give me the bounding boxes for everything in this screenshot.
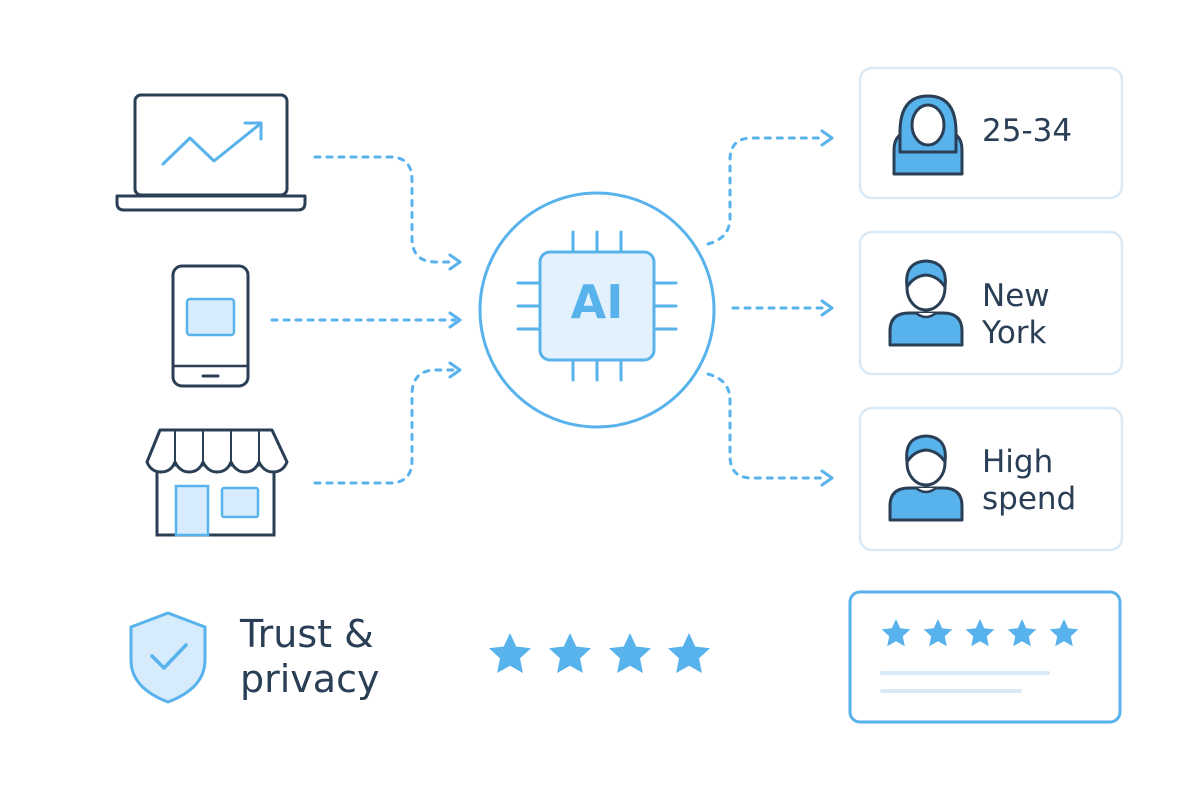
segment-label-age: 25-34 [982,113,1072,150]
segment-label-location: New York [982,278,1050,352]
connector-store-to-ai [313,368,457,485]
woman-avatar-icon [892,94,964,176]
review-card [848,590,1122,724]
trust-label-line: Trust & [240,612,374,656]
segment-label-spend: High spend [982,444,1076,518]
arrowhead-icon [820,469,834,487]
arrowhead-icon [448,361,462,379]
man-avatar-icon [888,434,964,522]
star-icon [489,633,531,673]
star-rating [489,633,710,673]
star-icon [609,633,651,673]
segment-label-line: spend [982,481,1077,518]
smartphone-icon [171,264,250,388]
arrowhead-icon [448,311,462,329]
star-icon [668,633,710,673]
segment-label-line: New [982,278,1050,314]
arrowhead-icon [820,299,834,317]
ai-chip-icon [478,191,716,429]
laptop-chart-icon [115,93,307,212]
arrowhead-icon [448,253,462,271]
star-icon [549,633,591,673]
connector-laptop-to-ai [313,155,457,264]
storefront-icon [145,428,289,537]
segment-label-line: York [982,315,1047,352]
ai-label: AI [570,275,624,329]
man-avatar-icon [888,259,964,347]
segment-label-line: High [982,444,1054,480]
trust-privacy-label: Trust & privacy [240,612,379,702]
connector-ai-to-age [706,136,827,246]
arrowhead-icon [820,129,834,147]
connector-ai-to-spend [706,372,827,480]
segment-label-line: 25-34 [982,113,1073,149]
trust-label-line: privacy [240,656,380,701]
shield-check-icon [129,611,207,704]
